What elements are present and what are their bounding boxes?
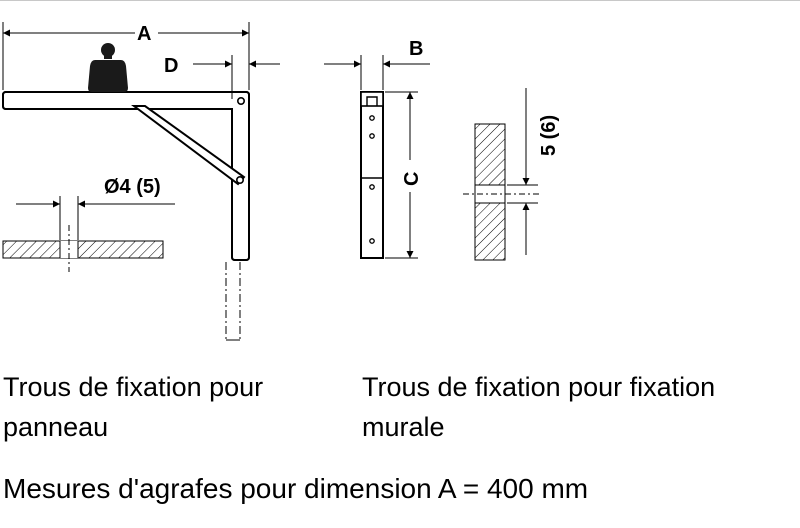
hole-depth-label: 5 (6) — [538, 115, 560, 156]
dimension-d-label: D — [164, 55, 178, 77]
hole-diameter-label: Ø4 (5) — [104, 176, 161, 198]
technical-drawing: A D Ø4 (5) B C — [1, 22, 560, 341]
diagonal-strut — [131, 105, 246, 186]
pivot-strut — [236, 176, 245, 185]
panel-mounting-caption: Trous de fixation pour panneau — [3, 372, 264, 442]
panel-section — [2, 240, 164, 259]
dimension-c-label: C — [401, 172, 423, 186]
wall-hole-detail — [463, 88, 540, 261]
pivot-top — [237, 97, 246, 106]
wall-mounting-caption: Trous de fixation pour fixation murale — [362, 372, 716, 442]
footer-note: Mesures d'agrafes pour dimension A = 400… — [3, 473, 589, 504]
bracket-side-view — [1, 22, 280, 341]
top-border — [0, 0, 800, 1]
weight-icon — [88, 43, 128, 92]
bracket-front-view — [324, 55, 430, 259]
dimension-b-label: B — [409, 38, 423, 60]
dimension-a-label: A — [137, 23, 151, 45]
panel-hole-detail — [2, 196, 175, 272]
